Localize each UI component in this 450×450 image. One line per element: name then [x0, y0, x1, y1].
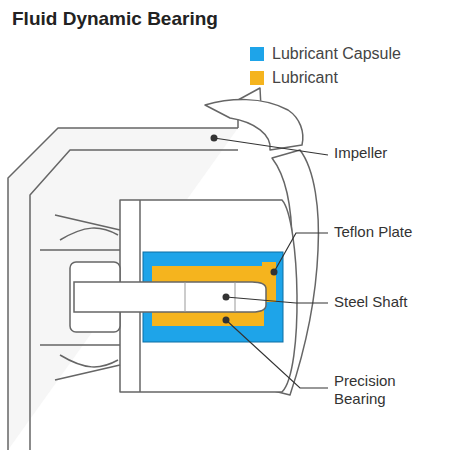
legend-text: Lubricant Capsule [272, 44, 401, 63]
shaft-groove [185, 282, 235, 312]
legend-text: Lubricant [272, 68, 338, 87]
leader-line [214, 138, 328, 155]
part-label: Precision Bearing [334, 372, 434, 408]
leader-line [226, 320, 328, 388]
legend-row: Lubricant [250, 68, 446, 88]
legend-swatch [250, 71, 264, 85]
impeller-blade [205, 100, 303, 150]
legend-row: Lubricant Capsule [250, 44, 446, 64]
diagram-title: Fluid Dynamic Bearing [12, 8, 218, 31]
leader-dot [271, 269, 278, 276]
part-label: Teflon Plate [334, 223, 444, 241]
legend-swatch [250, 47, 264, 61]
part-label: Steel Shaft [334, 293, 444, 311]
part-label: Impeller [334, 144, 444, 162]
leader-dot [223, 294, 230, 301]
leader-line [274, 233, 328, 272]
leader-line [226, 297, 328, 303]
leader-dot [223, 317, 230, 324]
steel-shaft [74, 282, 266, 312]
leader-dot [211, 135, 218, 142]
